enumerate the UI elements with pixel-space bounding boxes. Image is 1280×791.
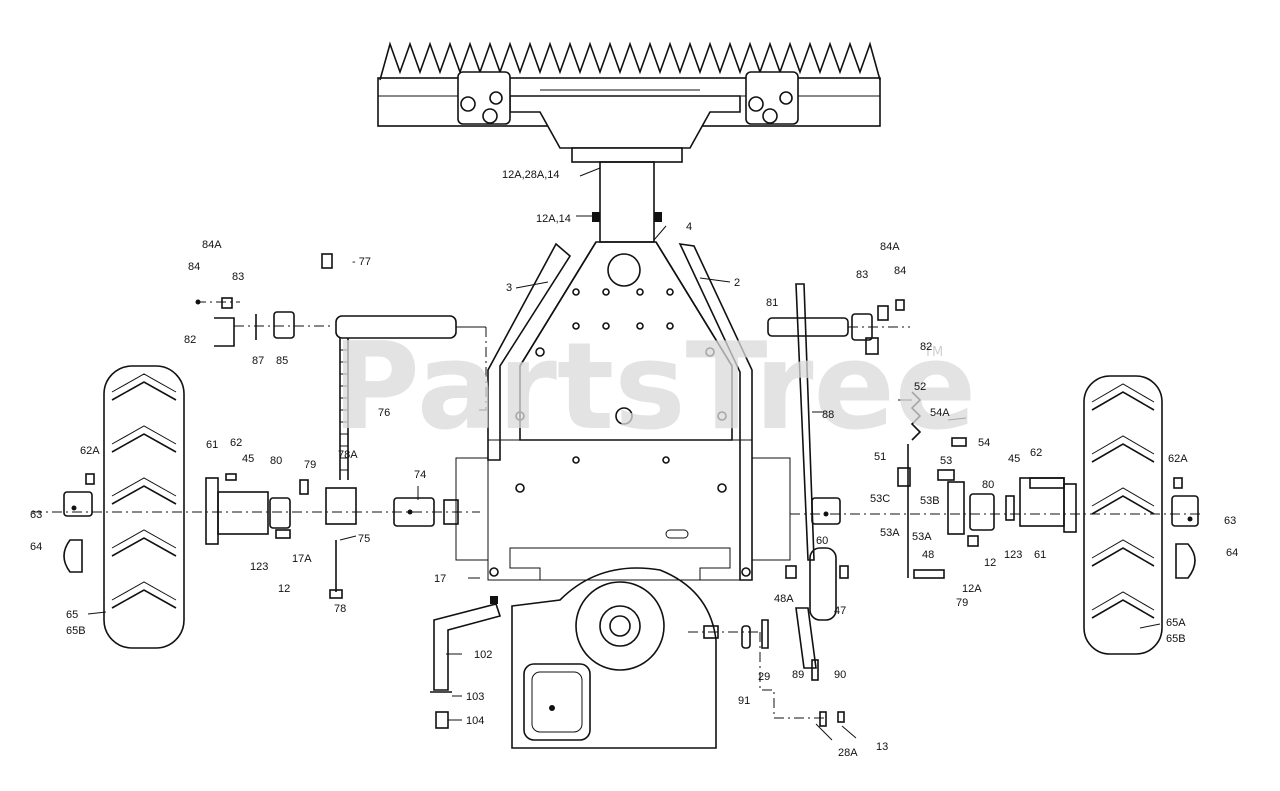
callout-label: 13	[876, 741, 888, 753]
callout-label: 78	[334, 603, 346, 615]
callout-label: 90	[834, 669, 846, 681]
callout-label: 53C	[870, 493, 890, 505]
callout-label: 28A	[838, 747, 858, 759]
callout-label: 123	[1004, 549, 1022, 561]
sickle-bar-assembly	[377, 41, 881, 149]
sickle-gearbox-housing	[509, 95, 741, 149]
callout-label: 84A	[880, 241, 900, 253]
callout-label: 12A,14	[536, 213, 571, 225]
callout-label: 53	[940, 455, 952, 467]
callout-label: 48	[922, 549, 934, 561]
callout-label: 82	[920, 341, 932, 353]
callout-label: 12A,28A,14	[502, 169, 560, 181]
watermark-trademark: TM	[923, 345, 943, 360]
callout-label: 83	[232, 271, 244, 283]
right-axle-parts	[767, 283, 1200, 579]
callout-label: 62A	[1168, 453, 1188, 465]
callout-label: 103	[466, 691, 484, 703]
callout-label: 48A	[774, 593, 794, 605]
callout-label: 62	[230, 437, 242, 449]
shift-lever-parts	[430, 596, 502, 729]
callout-label: 3	[506, 282, 512, 294]
callout-label: 123	[250, 561, 268, 573]
callout-labels: 12A,28A,14 12A,14 4 3 2 84A 84 83 82 87 …	[30, 169, 1238, 759]
callout-label: 85	[276, 355, 288, 367]
callout-label: 84A	[202, 239, 222, 251]
callout-label: 52	[914, 381, 926, 393]
callout-label: 104	[466, 715, 484, 727]
callout-label: 53A	[912, 531, 932, 543]
callout-label: 65	[66, 609, 78, 621]
callout-label: 64	[30, 541, 42, 553]
callout-label: 54	[978, 437, 990, 449]
callout-label: 63	[1224, 515, 1236, 527]
transmission-housing	[511, 567, 717, 749]
callout-label: 79	[304, 459, 316, 471]
callout-label: 78A	[338, 449, 358, 461]
callout-label: 4	[686, 221, 692, 233]
callout-label: 84	[188, 261, 200, 273]
callout-label: 60	[816, 535, 828, 547]
callout-label: 17A	[292, 553, 312, 565]
callout-label: 45	[1008, 453, 1020, 465]
mast-tube	[571, 147, 683, 243]
leader-lines	[87, 167, 1161, 721]
callout-label: 64	[1226, 547, 1238, 559]
callout-label: 87	[252, 355, 264, 367]
callout-label: 79	[956, 597, 968, 609]
right-wheel	[1083, 375, 1163, 655]
callout-label: 76	[378, 407, 390, 419]
left-wheel	[103, 365, 185, 649]
callout-label: 84	[894, 265, 906, 277]
callout-label: 89	[792, 669, 804, 681]
callout-label: 102	[474, 649, 492, 661]
callout-label: 12A	[962, 583, 982, 595]
callout-label: 51	[874, 451, 886, 463]
callout-label: 61	[206, 439, 218, 451]
callout-label: 62A	[80, 445, 100, 457]
callout-label: 2	[734, 277, 740, 289]
callout-label: 12	[984, 557, 996, 569]
callout-label: 62	[1030, 447, 1042, 459]
callout-label: 63	[30, 509, 42, 521]
callout-label: - 77	[352, 256, 371, 268]
callout-label: 83	[856, 269, 868, 281]
callout-label: 82	[184, 334, 196, 346]
callout-label: 80	[982, 479, 994, 491]
callout-label: 12	[278, 583, 290, 595]
sickle-teeth	[379, 41, 881, 81]
callout-label: 65B	[1166, 633, 1186, 645]
callout-label: 65B	[66, 625, 86, 637]
callout-label: 47	[834, 605, 846, 617]
watermark-text: PartsTree	[332, 318, 976, 457]
left-axle-parts	[32, 473, 480, 599]
callout-label: 53A	[880, 527, 900, 539]
callout-label: 54A	[930, 407, 950, 419]
callout-label: 88	[822, 409, 834, 421]
callout-label: 74	[414, 469, 426, 481]
callout-label: 75	[358, 533, 370, 545]
frame-holes	[489, 288, 751, 577]
pulley-parts	[688, 547, 857, 741]
callout-label: 81	[766, 297, 778, 309]
drive-chain-parts	[195, 253, 487, 480]
callout-label: 53B	[920, 495, 940, 507]
callout-label: 65A	[1166, 617, 1186, 629]
callout-label: 61	[1034, 549, 1046, 561]
callout-label: 45	[242, 453, 254, 465]
callout-label: 91	[738, 695, 750, 707]
callout-label: 80	[270, 455, 282, 467]
callout-label: 29	[758, 671, 770, 683]
main-frame	[455, 241, 791, 581]
callout-label: 17	[434, 573, 446, 585]
